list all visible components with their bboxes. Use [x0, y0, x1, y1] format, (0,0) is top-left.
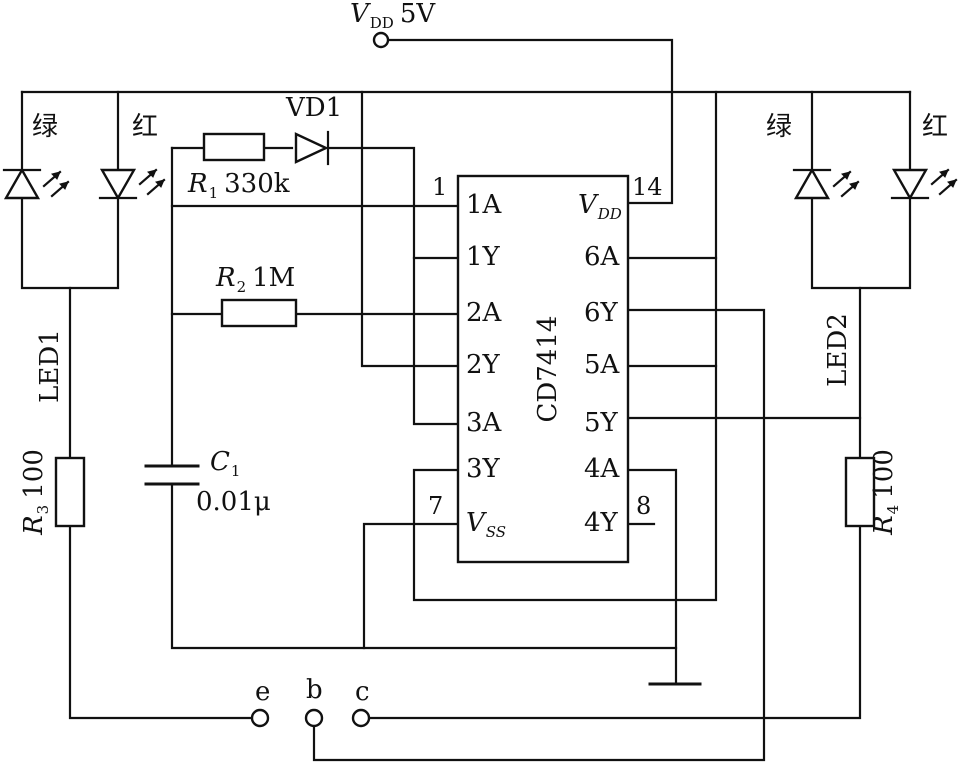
vdd-terminal — [372, 31, 390, 49]
led1-label: LED1 — [35, 329, 65, 403]
led1-red — [98, 168, 166, 201]
diode-vd1 — [294, 130, 330, 166]
led1-green — [2, 167, 70, 200]
led2-green-label: 绿 — [766, 112, 792, 142]
wire-r4-to-c — [366, 524, 862, 720]
led2-label: LED2 — [823, 313, 853, 387]
capacitor-c1 — [144, 464, 200, 486]
pin-3y: 3Y — [466, 454, 501, 484]
terminal-c-label: c — [355, 677, 370, 707]
c1-value: 0.01μ — [196, 487, 271, 517]
resistor-r2 — [220, 298, 298, 328]
wire-2y-rail — [360, 90, 460, 368]
pin-vdd: VDD — [578, 190, 622, 223]
pin-2a: 2A — [466, 298, 503, 328]
wire-vss — [362, 522, 460, 650]
wiring — [20, 38, 912, 762]
resistor-r3 — [54, 456, 86, 528]
pin-1a: 1A — [466, 190, 503, 220]
pin-4y: 4Y — [584, 508, 619, 538]
wire-vdd-supply — [386, 38, 674, 205]
r3-label: R3100 — [19, 449, 52, 536]
pin-number-14: 14 — [632, 173, 663, 201]
pin-number-8: 8 — [636, 492, 651, 520]
c1-label: C1 — [210, 447, 240, 480]
ic-cd7414-body — [456, 174, 630, 564]
pin-4a: 4A — [584, 454, 621, 484]
wire-3y-loop — [412, 90, 718, 602]
terminal-b — [304, 708, 324, 728]
pin-5y: 5Y — [584, 408, 619, 438]
led2-green — [792, 167, 860, 200]
led1-green-label: 绿 — [32, 112, 58, 142]
ic-name: CD7414 — [533, 316, 563, 423]
wire-c1-to-ground — [170, 482, 678, 650]
wire-r3-to-e — [68, 524, 254, 720]
pin-number-1: 1 — [432, 173, 447, 201]
terminal-c — [351, 708, 371, 728]
vd1-label: VD1 — [285, 93, 342, 123]
led2-red — [890, 168, 958, 201]
pin-vss: VSS — [466, 508, 506, 541]
pin-6a: 6A — [584, 242, 621, 272]
pin-number-7: 7 — [428, 492, 443, 520]
pin-3a: 3A — [466, 408, 503, 438]
ic-left-pins: 1A 1Y 2A 2Y 3A 3Y VSS — [466, 190, 506, 541]
pin-5a: 5A — [584, 350, 621, 380]
terminal-e — [250, 708, 270, 728]
terminal-e-label: e — [255, 677, 270, 707]
pin-2y: 2Y — [466, 350, 501, 380]
wire-4a-ground — [626, 468, 678, 686]
terminal-b-label: b — [306, 675, 323, 705]
led1-red-label: 红 — [132, 112, 158, 142]
wire-vd1-to-3a — [328, 146, 460, 426]
resistor-r1 — [202, 132, 266, 162]
ic-right-pins: VDD 6A 6Y 5A 5Y 4A 4Y — [578, 190, 622, 538]
resistor-r4 — [844, 456, 876, 528]
led2-red-label: 红 — [922, 112, 948, 142]
wire-6y-to-b — [312, 308, 766, 762]
pin-6y: 6Y — [584, 298, 619, 328]
r4-label: R4100 — [869, 449, 902, 536]
wire-led2-box — [810, 90, 912, 290]
pin-1y: 1Y — [466, 242, 501, 272]
